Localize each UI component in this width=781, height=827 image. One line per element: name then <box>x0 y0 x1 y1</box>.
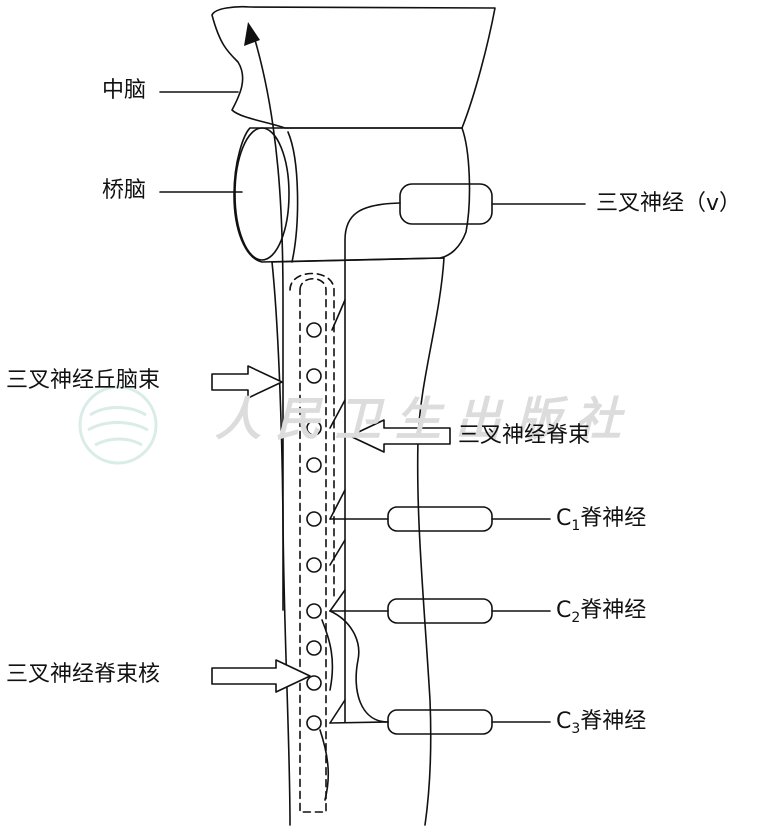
pons-label: 桥脑 <box>102 178 147 203</box>
watermark: 人民卫生出版社 <box>215 392 635 446</box>
spinal-tract-pointer-arrow <box>349 419 451 453</box>
pons-shape <box>233 127 471 263</box>
c3-nerve-root <box>387 709 493 735</box>
pons-front-ellipse <box>234 127 290 261</box>
nucleus-pointer-arrow <box>211 659 311 693</box>
midbrain-shape <box>211 5 496 129</box>
trigeminothalamic-tract-line <box>251 29 284 611</box>
spinal-nucleus-label: 三叉神经脊束核 <box>6 662 161 687</box>
tract-pointer-arrow <box>211 365 283 399</box>
trigeminothalamic-tract-label: 三叉神经丘脑束 <box>6 368 161 393</box>
nucleus-neuron <box>306 715 322 731</box>
nucleus-neuron <box>306 557 322 573</box>
nucleus-neuron <box>306 368 322 384</box>
nucleus-neuron <box>306 322 322 338</box>
spinal-nucleus-outline <box>299 277 327 813</box>
nucleus-neuron <box>306 457 322 473</box>
c1-nerve-root <box>387 506 493 532</box>
publisher-logo-icon <box>78 385 158 465</box>
ascending-arrow-head <box>244 22 260 46</box>
nucleus-neuron <box>306 511 322 527</box>
nucleus-neuron <box>306 675 322 691</box>
spinal-cord-shape <box>271 257 445 826</box>
nucleus-neuron <box>306 420 322 436</box>
nucleus-neuron <box>306 640 322 656</box>
trigeminal-nerve-label: 三叉神经（v） <box>596 191 742 216</box>
c1-spinal-nerve-label: C1脊神经 <box>556 506 647 534</box>
trigeminal-nerve-root <box>399 183 493 225</box>
c2-nerve-root <box>387 598 493 624</box>
spinal-tract-label: 三叉神经脊束 <box>458 423 591 448</box>
c2-spinal-nerve-label: C2脊神经 <box>556 598 647 626</box>
nucleus-neuron <box>306 603 322 619</box>
spinal-tract-line <box>344 202 401 723</box>
midbrain-label: 中脑 <box>102 78 147 103</box>
c3-spinal-nerve-label: C3脊神经 <box>556 709 647 737</box>
